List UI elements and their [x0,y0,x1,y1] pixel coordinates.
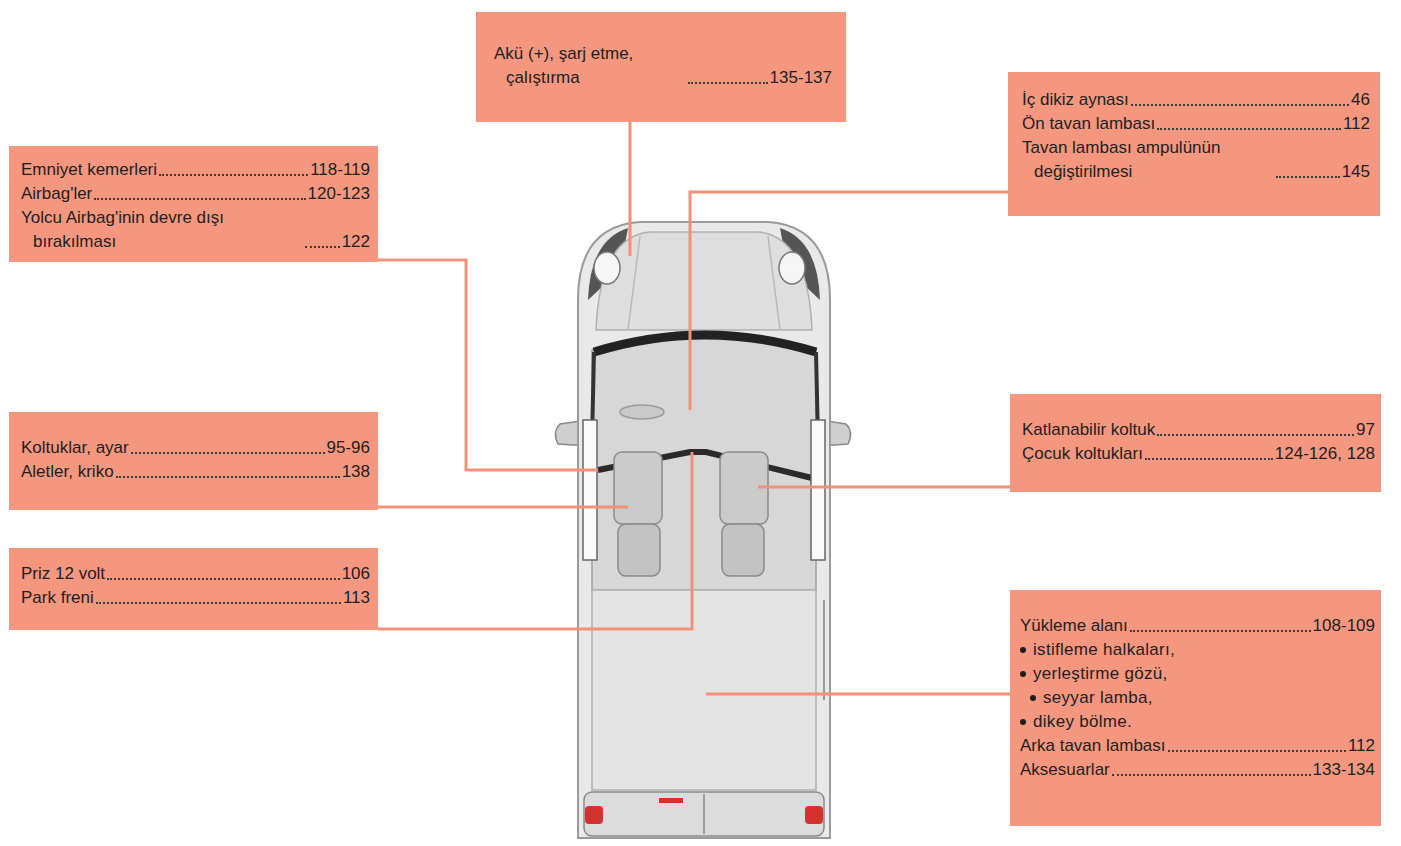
rear-light [805,806,823,824]
page-number: 97 [1356,418,1375,442]
dot-leader [116,476,340,478]
bullet [1020,647,1026,653]
entry-name: Akü (+), şarj etme, çalıştırma [494,42,686,90]
dot-leader [1276,176,1340,178]
dot-leader [1145,458,1273,460]
entry-name: İç dikiz aynası [1022,88,1129,112]
entry-name: Aksesuarlar [1020,758,1110,782]
callout-box: Akü (+), şarj etme, çalıştırma 135-137 [476,12,846,122]
page-number: 112 [1343,112,1370,136]
side-window [811,420,825,560]
entry-name: Çocuk koltukları [1022,442,1143,466]
page-number: 108-109 [1313,614,1375,638]
page-number: 135-137 [770,66,832,90]
headlight [594,252,620,284]
callout-box: Yükleme alanı 108-109 istifleme halkaları,… [1010,590,1381,826]
index-entry: Emniyet kemerleri 118-119 [21,158,370,182]
index-entry: Katlanabilir koltuk 97 [1022,418,1375,442]
page-number: 124-126, 128 [1275,442,1375,466]
page-number: 118-119 [310,158,370,182]
callout-box: Priz 12 volt 106Park freni 113 [9,548,378,630]
dot-leader [1130,630,1311,632]
index-entry: yerleştirme gözü, [1020,662,1375,686]
callout-box: Emniyet kemerleri 118-119Airbag'ler 120-12… [9,146,378,262]
page-number: 106 [342,562,370,586]
index-entry: istifleme halkaları, [1020,638,1375,662]
entry-name: Katlanabilir koltuk [1022,418,1155,442]
entry-name: Koltuklar, ayar [21,436,129,460]
rear-light [585,806,603,824]
cab-interior [592,336,816,590]
bullet [1020,719,1026,725]
list-item: seyyar lamba, [1043,686,1153,710]
entry-name: Aletler, kriko [21,460,114,484]
dot-leader [1168,750,1346,752]
index-entry: Akü (+), şarj etme, çalıştırma 135-137 [494,42,832,90]
page-number: 112 [1348,734,1375,758]
dot-leader [1157,128,1341,130]
index-entry: Priz 12 volt 106 [21,562,370,586]
index-entry: Aksesuarlar 133-134 [1020,758,1375,782]
dot-leader [1112,774,1311,776]
page-number: 113 [343,586,370,610]
dot-leader [159,174,308,176]
page-number: 46 [1351,88,1370,112]
index-entry: Ön tavan lambası 112 [1022,112,1370,136]
index-entry: Çocuk koltukları 124-126, 128 [1022,442,1375,466]
index-entry: Tavan lambası ampulünün değiştirilmesi 14… [1022,136,1370,184]
page-number: 138 [342,460,370,484]
entry-name: Priz 12 volt [21,562,105,586]
callout-box: İç dikiz aynası46Ön tavan lambası112Tava… [1008,72,1380,216]
leader-lines [378,122,1010,694]
page-number: 145 [1342,160,1370,184]
index-entry: Yolcu Airbag'inin devre dışı bırakılması… [21,206,370,254]
side-window [583,420,597,560]
index-entry: İç dikiz aynası 46 [1022,88,1370,112]
dot-leader [688,82,768,84]
right-seat [720,452,768,576]
dot-leader [96,602,341,604]
dot-leader [1157,434,1354,436]
index-entry: Yükleme alanı 108-109 [1020,614,1375,638]
left-seat [614,452,662,576]
dot-leader [131,452,325,454]
headlight [779,252,805,284]
index-entry: Park freni 113 [21,586,370,610]
index-entry: Aletler, kriko 138 [21,460,370,484]
index-entry: dikey bölme. [1020,710,1375,734]
index-entry: seyyar lamba, [1020,686,1375,710]
dot-leader [94,198,305,200]
entry-name: Yolcu Airbag'inin devre dışı bırakılması [21,206,303,254]
list-item: dikey bölme. [1033,710,1132,734]
hood [596,232,812,330]
cargo-area [592,590,816,790]
dot-leader [107,578,340,580]
callout-box: Katlanabilir koltuk 97Çocuk koltukları 124… [1010,394,1381,492]
entry-name: Yükleme alanı [1020,614,1128,638]
page-number: 95-96 [327,436,370,460]
callout-box: Koltuklar, ayar 95-96Aletler, kriko 138 [9,412,378,510]
dot-leader [1131,104,1349,106]
list-item: yerleştirme gözü, [1033,662,1168,686]
entry-name: Airbag'ler [21,182,92,206]
entry-name: Park freni [21,586,94,610]
bullet [1020,671,1026,677]
page-number: 122 [342,230,370,254]
van-body [578,222,830,838]
entry-name: Ön tavan lambası [1022,112,1155,136]
rear-doors [584,792,824,836]
entry-name: Tavan lambası ampulünün değiştirilmesi [1022,136,1274,184]
entry-name: Emniyet kemerleri [21,158,157,182]
windshield [594,335,816,352]
page-number: 120-123 [308,182,370,206]
page-number: 133-134 [1313,758,1375,782]
list-item: istifleme halkaları, [1033,638,1175,662]
index-entry: Arka tavan lambası 112 [1020,734,1375,758]
dashboard-vent [620,405,664,419]
entry-name: Arka tavan lambası [1020,734,1166,758]
dot-leader [305,246,340,248]
bullet [1030,695,1036,701]
index-entry: Koltuklar, ayar 95-96 [21,436,370,460]
index-entry: Airbag'ler 120-123 [21,182,370,206]
